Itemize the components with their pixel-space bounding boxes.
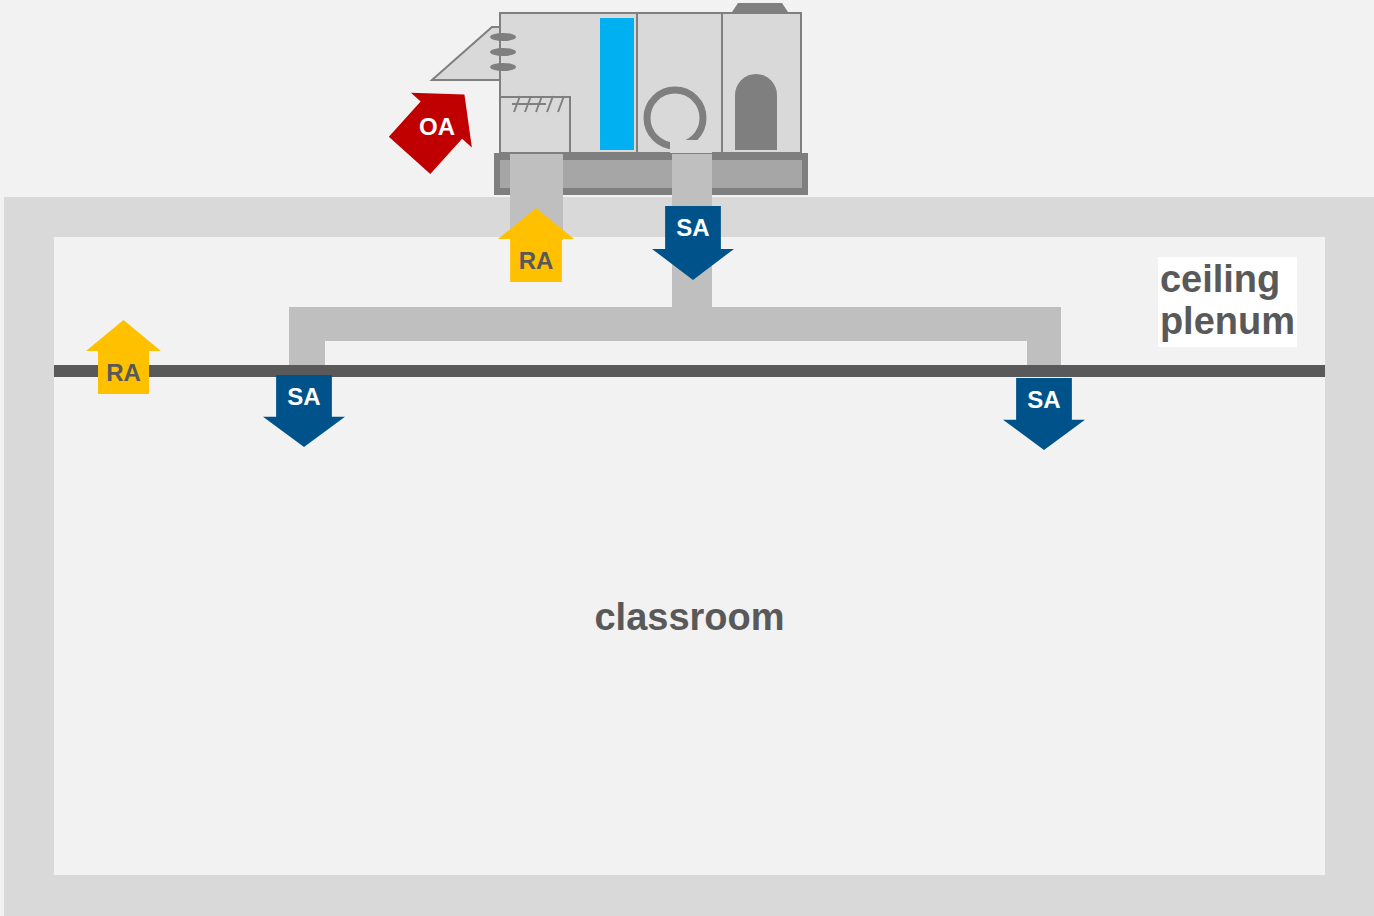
ceiling-line — [54, 365, 1325, 377]
arrow-body — [263, 375, 345, 447]
airflow-arrow: SA — [263, 375, 345, 447]
interior-space — [54, 237, 1325, 875]
supply-duct-branch — [289, 307, 1061, 365]
arrow-body — [86, 320, 161, 394]
arrow-body — [1003, 378, 1085, 450]
arrow-body — [379, 67, 495, 183]
airflow-label: SA — [652, 214, 734, 242]
airflow-label: RA — [86, 359, 161, 387]
region-label: classroom — [594, 597, 784, 639]
airflow-arrow: RA — [86, 320, 161, 394]
classroom-region: classroom SA SA — [54, 377, 1325, 875]
airflow-label: OA — [396, 113, 478, 141]
airflow-label: RA — [498, 247, 574, 275]
arrow-body — [652, 206, 734, 280]
airflow-label: SA — [1003, 386, 1085, 414]
region-label: ceiling plenum — [1158, 257, 1297, 347]
airflow-label: SA — [263, 383, 345, 411]
arrow-body — [498, 208, 574, 282]
airflow-arrow: OA — [396, 84, 478, 166]
airflow-arrow: RA — [498, 208, 574, 282]
ceiling-plenum-region: ceiling plenum — [54, 237, 1325, 365]
airflow-arrow: SA — [652, 206, 734, 280]
airflow-arrow: SA — [1003, 378, 1085, 450]
rooftop-unit — [432, 3, 808, 195]
